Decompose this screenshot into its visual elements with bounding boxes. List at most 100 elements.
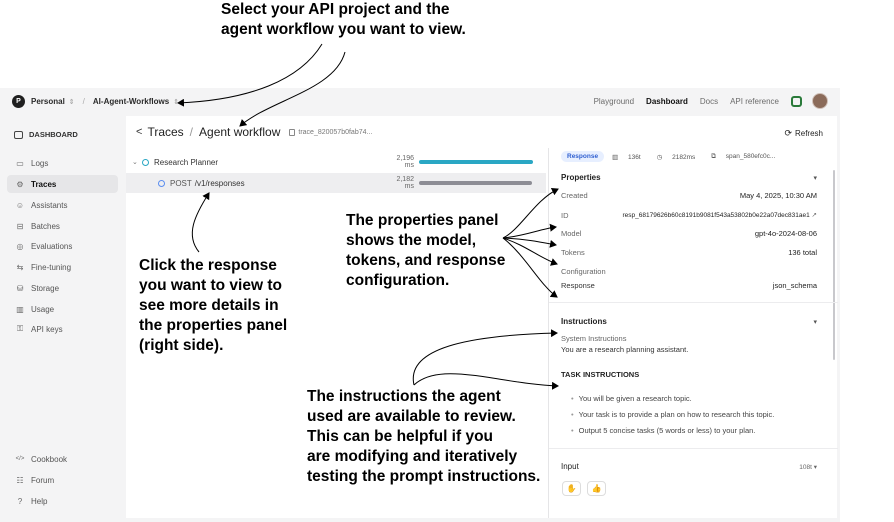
- assistants-icon: ☺: [15, 200, 25, 210]
- sidebar: DASHBOARD ▭ Logs ⚙Traces ☺Assistants ⊟Bat…: [0, 116, 124, 522]
- sidebar-item-logs[interactable]: ▭ Logs: [7, 154, 118, 172]
- sidebar-item-label: Logs: [31, 158, 49, 168]
- annotation-line: shows the model,: [346, 232, 477, 249]
- org-name[interactable]: Personal: [31, 97, 65, 106]
- annotation-line: tokens, and response: [346, 252, 506, 269]
- chevron-down-icon[interactable]: ▾: [813, 319, 817, 326]
- logs-icon: ▭: [16, 158, 24, 168]
- breadcrumb-separator: /: [189, 125, 194, 139]
- sidebar-item-traces[interactable]: ⚙Traces: [7, 175, 118, 193]
- sidebar-header-label: DASHBOARD: [29, 130, 78, 139]
- code-icon: </>: [15, 456, 25, 462]
- breadcrumb: < Traces / Agent workflow trace_820057b0…: [136, 125, 372, 139]
- sidebar-item-fine-tuning[interactable]: ⇆Fine-tuning: [7, 258, 118, 276]
- input-tokens[interactable]: 108t ▾: [799, 464, 817, 471]
- sidebar-item-usage[interactable]: ▥ Usage: [7, 300, 118, 318]
- forum-icon: ☷: [16, 475, 24, 485]
- sidebar-item-label: Evaluations: [31, 241, 73, 251]
- prop-key: Model: [561, 229, 582, 238]
- prop-value: 136 total: [788, 248, 817, 257]
- prop-value: json_schema: [772, 281, 817, 290]
- thumbs-up-button[interactable]: 👍: [587, 481, 606, 496]
- chevron-updown-icon[interactable]: ⇕: [68, 98, 75, 106]
- sidebar-header[interactable]: DASHBOARD: [14, 130, 78, 139]
- divider: [549, 448, 838, 449]
- copy-icon[interactable]: [289, 128, 296, 136]
- sidebar-item-storage[interactable]: ⛁Storage: [7, 279, 118, 297]
- prop-value: May 4, 2025, 10:30 AM: [739, 191, 817, 200]
- sidebar-item-label: Help: [31, 496, 48, 506]
- usage-icon: ▥: [16, 304, 24, 314]
- span-id-label: span_580efc0c...: [725, 152, 776, 160]
- back-chevron-icon[interactable]: <: [136, 126, 143, 138]
- annotation-bottom: The instructions the agent used are avai…: [307, 387, 540, 487]
- traces-icon: ⚙: [16, 179, 24, 189]
- sidebar-item-batches[interactable]: ⊟Batches: [7, 217, 118, 235]
- tokens-chip: ▥ 136t: [612, 153, 649, 161]
- batches-icon: ⊟: [16, 221, 24, 231]
- scrollbar[interactable]: [833, 170, 835, 360]
- separator: /: [82, 97, 85, 106]
- configuration-label: Configuration: [561, 267, 606, 276]
- divider: [549, 302, 838, 303]
- response-chip[interactable]: Response: [561, 151, 605, 162]
- prop-key: Response: [561, 281, 595, 290]
- input-title[interactable]: Input: [561, 462, 579, 471]
- sidebar-toggle-icon[interactable]: [14, 130, 23, 139]
- top-nav: Playground Dashboard Docs API reference: [582, 93, 828, 109]
- annotation-line: are modifying and iteratively: [307, 448, 518, 465]
- user-avatar[interactable]: [812, 93, 828, 109]
- main-panel: < Traces / Agent workflow trace_820057b0…: [126, 116, 838, 518]
- project-name[interactable]: AI-Agent-Workflows: [92, 97, 170, 106]
- sidebar-item-cookbook[interactable]: </> Cookbook: [7, 450, 118, 468]
- tree-row-response[interactable]: POST /v1/responses 2,182 ms: [126, 173, 546, 193]
- api-keys-icon: ⚿: [16, 324, 24, 333]
- nav-api-reference[interactable]: API reference: [730, 96, 779, 106]
- span-id-chip[interactable]: ⧉ span_580efc0c...: [711, 153, 783, 161]
- external-link-icon[interactable]: ↗: [811, 212, 817, 219]
- sidebar-item-label: Usage: [31, 304, 55, 314]
- breadcrumb-traces[interactable]: Traces: [147, 125, 184, 139]
- properties-panel: Response ▥ 136t ◷ 2182ms ⧉ span_580efc0c…: [548, 148, 838, 518]
- sidebar-item-evaluations[interactable]: ◎ Evaluations: [7, 237, 118, 255]
- settings-gear-icon[interactable]: [791, 95, 802, 107]
- storage-icon: ⛁: [16, 283, 24, 293]
- sidebar-item-assistants[interactable]: ☺Assistants: [7, 196, 118, 214]
- nav-dashboard[interactable]: Dashboard: [646, 96, 688, 106]
- tokens-icon: ▥: [612, 153, 621, 161]
- properties-title[interactable]: Properties: [561, 173, 601, 182]
- annotation-left: Click the response you want to view to s…: [139, 256, 287, 356]
- chevron-down-icon[interactable]: ▾: [813, 175, 817, 182]
- sidebar-item-help[interactable]: ?Help: [7, 492, 118, 510]
- annotation-line: (right side).: [139, 337, 224, 354]
- agent-icon: [142, 158, 149, 166]
- chevron-updown-icon[interactable]: ⇕: [173, 98, 180, 106]
- system-instructions-label: System Instructions: [561, 334, 627, 343]
- trace-id[interactable]: trace_820057b0fab74...: [289, 128, 372, 136]
- latency-chip: ◷ 2182ms: [657, 153, 704, 161]
- sidebar-item-api-keys[interactable]: ⚿API keys: [7, 320, 118, 338]
- sidebar-item-label: Cookbook: [31, 454, 68, 464]
- task-instructions-title: TASK INSTRUCTIONS: [561, 370, 640, 379]
- sidebar-item-forum[interactable]: ☷Forum: [7, 471, 118, 489]
- response-icon: [158, 179, 165, 187]
- prop-value[interactable]: resp_68179626b60c8191b9081f543a53802b0e2…: [622, 211, 817, 220]
- tree-row-duration: 2,196 ms: [396, 155, 414, 169]
- refresh-button[interactable]: ⟳ Refresh: [784, 128, 823, 139]
- thumbs-down-button[interactable]: ✋: [562, 481, 581, 496]
- prop-key: ID: [561, 211, 569, 220]
- tree-row-duration: 2,182 ms: [396, 176, 414, 190]
- thumbs-up-icon: 👍: [591, 484, 602, 493]
- task-item: You will be given a research topic.: [571, 394, 692, 403]
- tokens-chip-label: 136t: [628, 153, 641, 161]
- nav-docs[interactable]: Docs: [699, 96, 719, 106]
- response-id: resp_68179626b60c8191b9081f543a53802b0e2…: [622, 212, 810, 219]
- tree-row-research-planner[interactable]: ⌄ Research Planner 2,196 ms: [126, 152, 546, 172]
- sidebar-item-label: Fine-tuning: [31, 262, 72, 272]
- evaluations-icon: ◎: [16, 241, 24, 251]
- span-chips: Response ▥ 136t ◷ 2182ms ⧉ span_580efc0c…: [561, 151, 791, 162]
- org-avatar[interactable]: P: [12, 95, 25, 108]
- chevron-down-icon[interactable]: ⌄: [132, 159, 138, 166]
- instructions-title[interactable]: Instructions: [561, 317, 607, 326]
- nav-playground[interactable]: Playground: [593, 96, 635, 106]
